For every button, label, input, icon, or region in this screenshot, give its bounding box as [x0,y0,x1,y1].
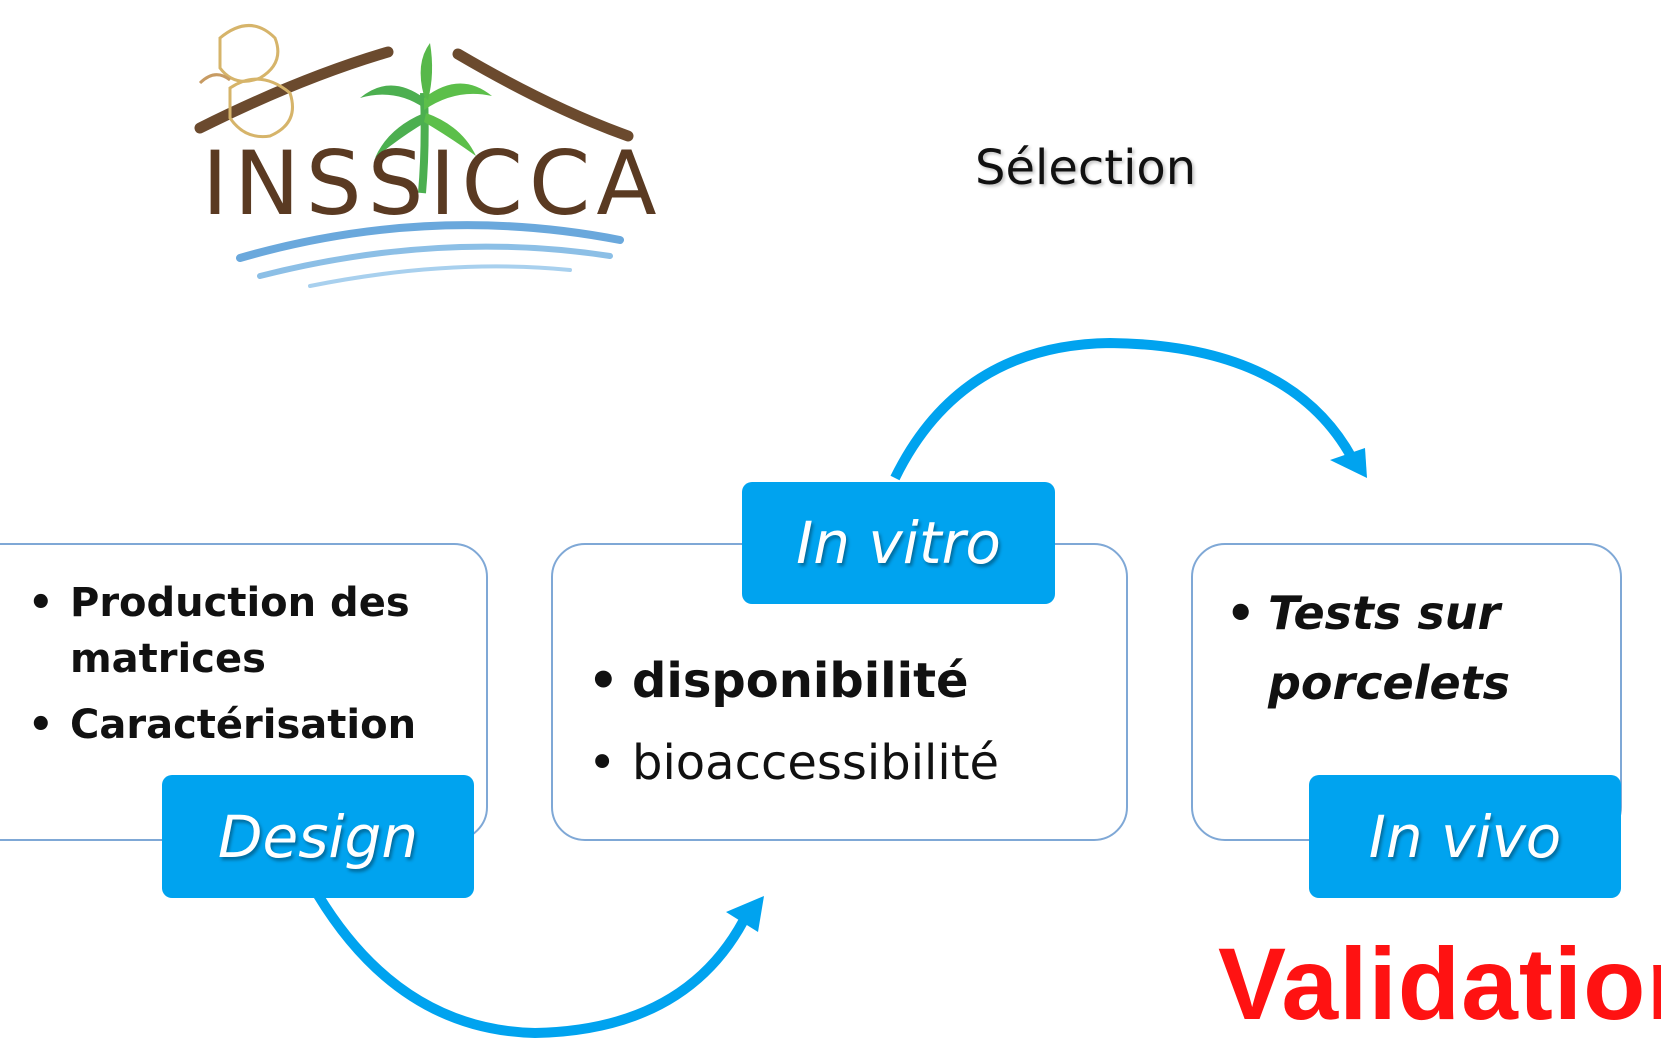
logo-graphic [194,24,634,288]
in-vivo-label: In vivo [1309,775,1621,898]
in-vitro-label: In vitro [742,482,1055,604]
arrowhead-icon [1330,448,1367,478]
in-vivo-list: Tests sur porcelets [1226,578,1606,718]
in-vitro-list: disponibilité bioaccessibilité [588,640,1108,804]
inssicca-logo [190,18,670,293]
in-vitro-item: bioaccessibilité [588,722,1108,804]
in-vivo-item: Tests sur porcelets [1226,578,1606,718]
arrow-design-to-vitro [313,892,764,1039]
design-label: Design [162,775,474,898]
arrow-vitro-to-vivo [890,337,1367,481]
selection-label: Sélection [975,140,1197,196]
logo-text: INSSICCA [202,132,663,235]
arrowhead-icon [726,896,764,932]
in-vitro-item: disponibilité [588,640,1108,722]
validation-label: Validation [1218,927,1661,1041]
design-item: Production des matrices [28,575,458,687]
design-list: Production des matrices Caractérisation [28,575,458,763]
design-item: Caractérisation [28,697,458,753]
